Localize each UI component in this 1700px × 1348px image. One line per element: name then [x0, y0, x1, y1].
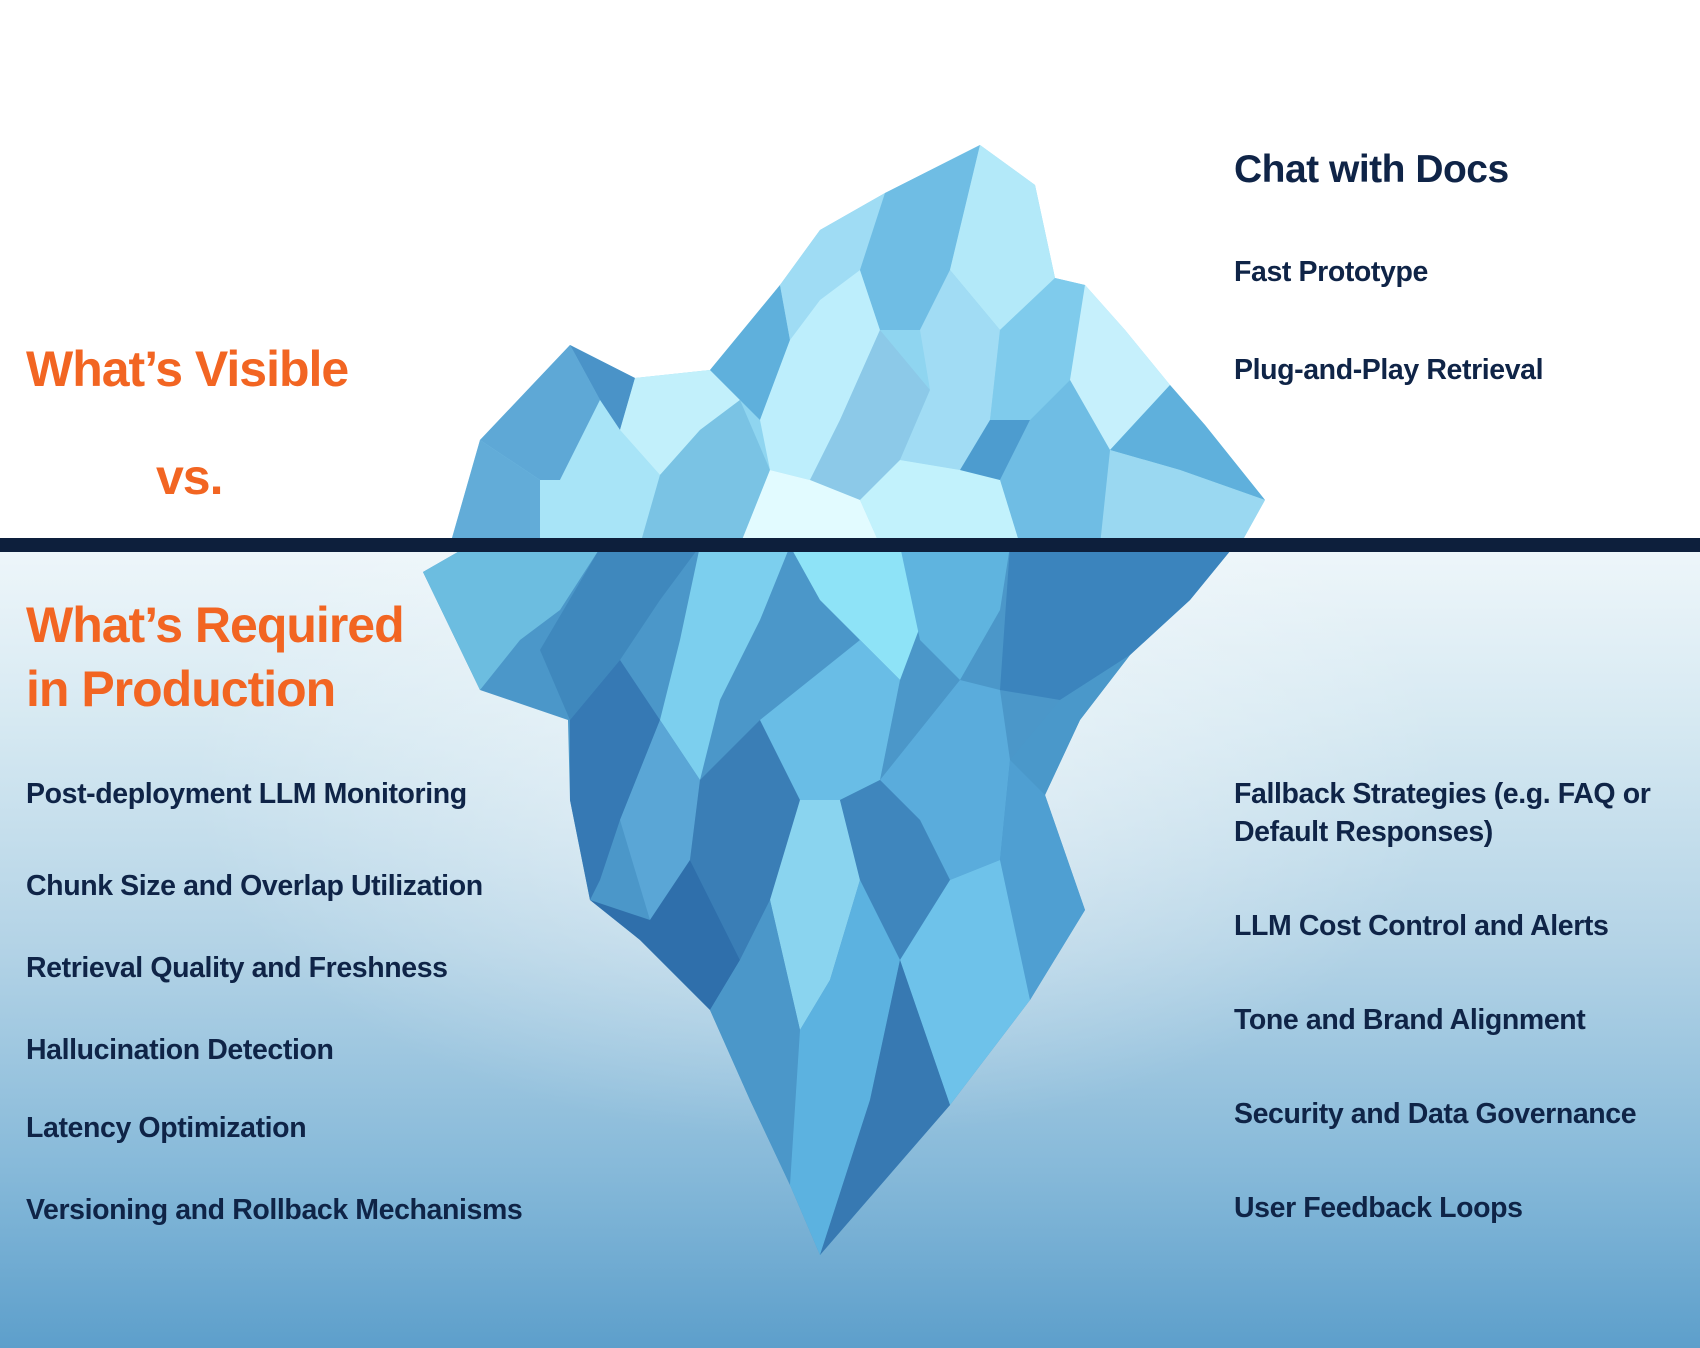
- required-right-item: LLM Cost Control and Alerts: [1234, 910, 1609, 942]
- iceberg-facet: [860, 460, 1020, 545]
- iceberg-facet: [760, 270, 880, 480]
- iceberg-facet: [790, 546, 930, 680]
- iceberg-facet: [1100, 450, 1265, 545]
- iceberg-facet: [740, 470, 880, 545]
- visible-heading: Chat with Docs: [1234, 148, 1509, 191]
- required-right-item: Default Responses): [1234, 816, 1493, 848]
- iceberg-facet: [1070, 285, 1170, 450]
- required-left-item: Chunk Size and Overlap Utilization: [26, 870, 483, 902]
- iceberg-facet: [710, 285, 790, 420]
- iceberg-facet: [840, 780, 950, 960]
- visible-item: Plug-and-Play Retrieval: [1234, 354, 1544, 386]
- iceberg-facet: [570, 660, 660, 900]
- iceberg-facet: [900, 860, 1030, 1105]
- iceberg-facet: [950, 145, 1055, 330]
- required-title-line1: What’s Required: [26, 597, 405, 653]
- iceberg-facet: [620, 370, 740, 475]
- iceberg-facet: [1010, 655, 1130, 795]
- required-right-item: User Feedback Loops: [1234, 1192, 1523, 1224]
- iceberg-facet: [710, 900, 800, 1185]
- iceberg-facet: [790, 880, 900, 1255]
- iceberg-facet: [810, 330, 930, 500]
- iceberg-facet: [570, 345, 635, 430]
- iceberg-facet: [770, 800, 860, 1030]
- iceberg-facet: [540, 400, 660, 545]
- iceberg-facet: [760, 640, 900, 800]
- required-left-item: Hallucination Detection: [26, 1034, 334, 1066]
- iceberg-facet: [1000, 760, 1085, 1000]
- required-right-item: Security and Data Governance: [1234, 1098, 1637, 1130]
- visible-title: What’s Visible: [26, 341, 349, 397]
- iceberg-facet: [780, 193, 885, 340]
- waterline-divider: [0, 538, 1700, 552]
- iceberg-facet: [450, 440, 540, 545]
- required-left-item: Versioning and Rollback Mechanisms: [26, 1194, 523, 1226]
- iceberg-facet: [640, 400, 770, 545]
- iceberg-facet: [820, 960, 950, 1255]
- iceberg-facet: [423, 545, 600, 690]
- iceberg-facet: [480, 345, 600, 480]
- iceberg-facet: [860, 145, 980, 330]
- iceberg-facet: [1000, 545, 1235, 700]
- iceberg-facet: [900, 270, 1000, 470]
- iceberg-facet: [660, 546, 790, 780]
- iceberg-facet: [590, 860, 740, 1010]
- required-right-item: Fallback Strategies (e.g. FAQ or: [1234, 778, 1651, 810]
- iceberg-facet: [1110, 385, 1265, 500]
- required-title-line2: in Production: [26, 661, 336, 717]
- iceberg-facet: [1000, 380, 1110, 545]
- required-left-item: Latency Optimization: [26, 1112, 307, 1144]
- iceberg-facet: [690, 720, 800, 960]
- iceberg-facet: [540, 546, 700, 720]
- iceberg-facet: [900, 546, 1010, 680]
- vs-label: vs.: [156, 449, 224, 505]
- iceberg-facet: [990, 278, 1085, 420]
- visible-item: Fast Prototype: [1234, 256, 1428, 288]
- iceberg-facet: [880, 680, 1010, 880]
- required-left-item: Post-deployment LLM Monitoring: [26, 778, 467, 810]
- required-right-item: Tone and Brand Alignment: [1234, 1004, 1586, 1036]
- required-left-item: Retrieval Quality and Freshness: [26, 952, 448, 984]
- iceberg-facet: [960, 420, 1030, 480]
- iceberg-facet: [620, 720, 700, 920]
